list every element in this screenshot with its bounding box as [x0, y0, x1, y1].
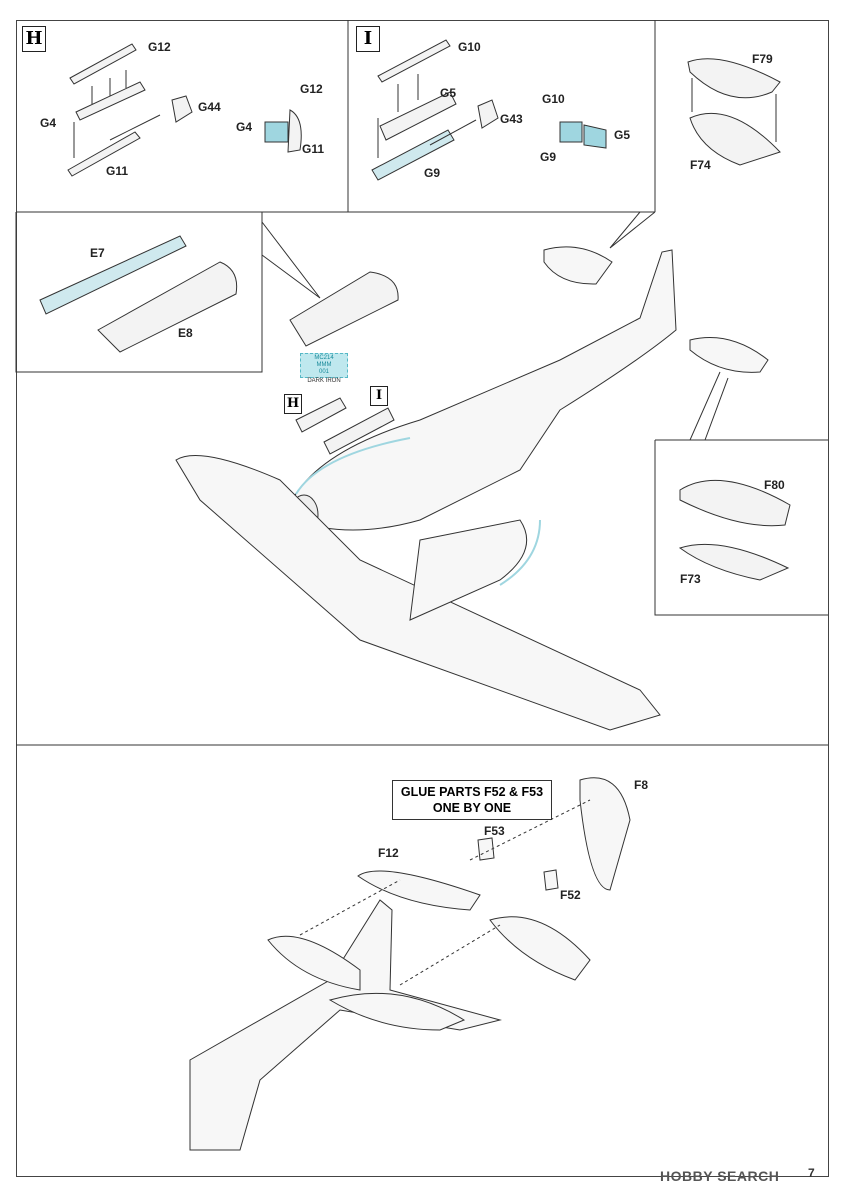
e7-e8-parts — [39, 235, 399, 353]
part-label-g12: G12 — [148, 40, 171, 54]
paint-code: MC214 — [314, 355, 334, 361]
part-label-e8: E8 — [178, 326, 193, 340]
step-h-arrows — [73, 70, 161, 158]
glue-note-line1: GLUE PARTS F52 & F53 — [400, 785, 544, 799]
page-number: 7 — [808, 1166, 815, 1180]
step-i-parts — [371, 39, 607, 181]
part-label-f53: F53 — [484, 824, 505, 838]
paint-chip: MC214 MMM 001 — [300, 353, 348, 378]
paint-brand: MMM — [316, 362, 332, 368]
step-h-ref: H — [284, 394, 302, 414]
part-label-e7: E7 — [90, 246, 105, 260]
part-label-f73: F73 — [680, 572, 701, 586]
part-label-g9: G9 — [424, 166, 441, 180]
paint-number: 001 — [318, 369, 329, 375]
part-label-g43: G43 — [500, 112, 523, 126]
step-h-label: H — [22, 26, 46, 52]
part-label-g10: G10 — [458, 40, 481, 54]
step-i-ref: I — [370, 386, 388, 406]
part-label-g9-detail: G9 — [540, 150, 557, 164]
part-label-f12: F12 — [378, 846, 399, 860]
part-label-g4-detail: G4 — [236, 120, 253, 134]
part-label-g12-detail: G12 — [300, 82, 323, 96]
watermark: HOBBY SEARCH — [660, 1168, 780, 1184]
f80-f73-parts — [678, 479, 791, 581]
page-frame — [16, 20, 829, 1177]
paint-name: DARK IRON — [307, 378, 341, 384]
step-i-label: I — [356, 26, 380, 52]
part-label-f52: F52 — [560, 888, 581, 902]
part-label-g11: G11 — [106, 164, 129, 178]
part-label-g10-detail: G10 — [542, 92, 565, 106]
part-label-g11-detail: G11 — [302, 142, 325, 156]
part-label-g5: G5 — [440, 86, 457, 100]
part-label-f74: F74 — [690, 158, 711, 172]
paint-callout: MC214 MMM 001 DARK IRON — [300, 353, 348, 385]
glue-note: GLUE PARTS F52 & F53 ONE BY ONE — [392, 780, 552, 820]
part-label-f80: F80 — [764, 478, 785, 492]
part-label-g5-detail: G5 — [614, 128, 631, 142]
part-label-f8: F8 — [634, 778, 649, 792]
glue-note-line2: ONE BY ONE — [432, 801, 512, 815]
aircraft-fuselage — [175, 246, 769, 731]
step-h-parts — [67, 43, 302, 177]
f79-f74-parts — [687, 58, 781, 166]
part-label-g44: G44 — [198, 100, 221, 114]
part-label-f79: F79 — [752, 52, 773, 66]
part-label-g4: G4 — [40, 116, 57, 130]
tail-assembly — [189, 777, 631, 1151]
